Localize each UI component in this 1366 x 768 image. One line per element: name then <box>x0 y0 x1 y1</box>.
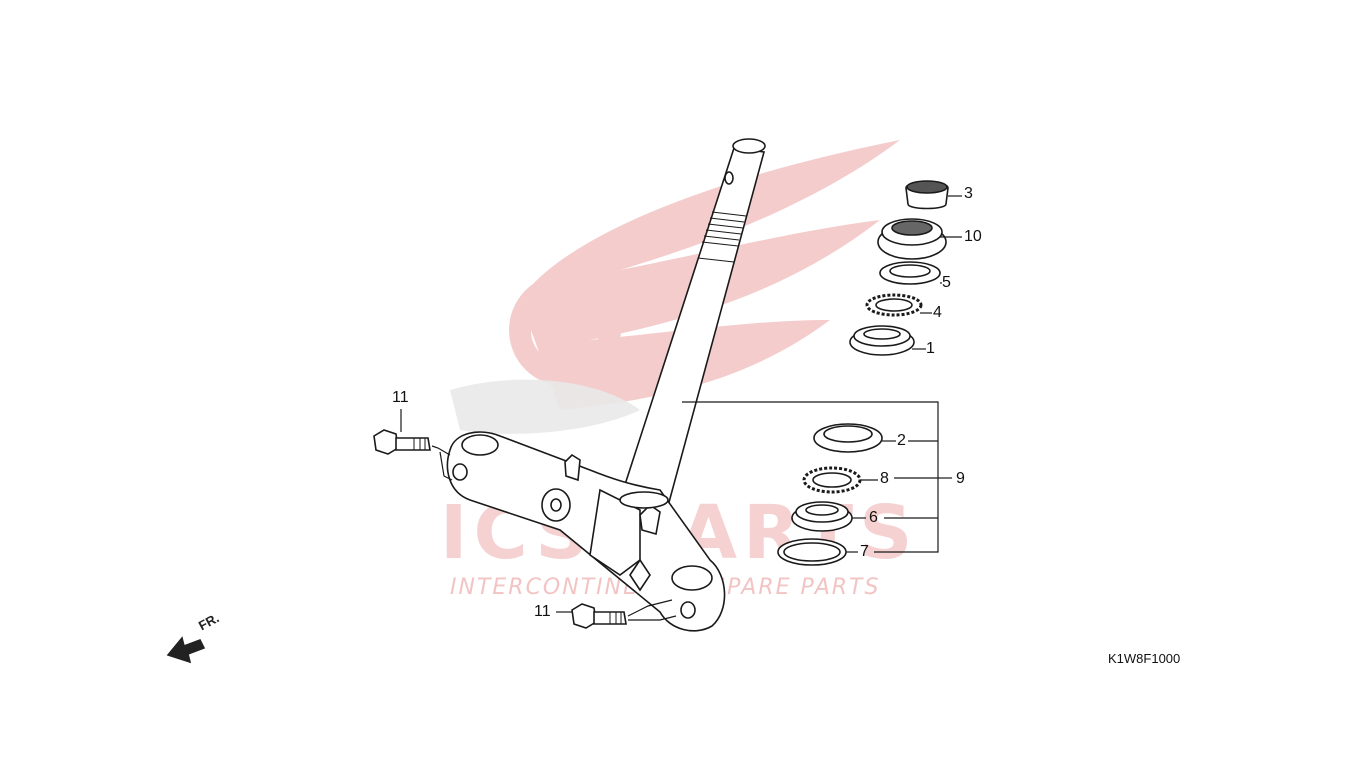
callout-11-lower: 11 <box>534 603 551 620</box>
callout-10: 10 <box>964 228 982 245</box>
part-6-race <box>791 501 866 532</box>
callout-1: 1 <box>926 340 935 357</box>
group-bracket-9 <box>682 401 952 553</box>
callout-6: 6 <box>869 509 878 526</box>
callout-4: 4 <box>933 304 942 321</box>
callout-7: 7 <box>860 543 869 560</box>
part-8-ball-bearing <box>802 466 878 494</box>
part-7-seal <box>777 538 858 566</box>
callout-8: 8 <box>880 470 889 487</box>
part-2-race <box>813 423 896 453</box>
bolt-11-lower <box>556 599 677 629</box>
steering-stem <box>618 138 766 507</box>
callout-2: 2 <box>897 432 906 449</box>
bolt-11-upper <box>373 409 453 481</box>
callout-9: 9 <box>956 470 965 487</box>
part-3-nut <box>905 180 962 210</box>
part-4-ball-bearing <box>865 293 932 317</box>
diagram-code: K1W8F1000 <box>1108 651 1181 666</box>
callout-5: 5 <box>942 274 951 291</box>
callout-11-upper: 11 <box>392 389 409 406</box>
part-5-race <box>879 261 942 285</box>
part-1-race <box>849 325 926 356</box>
front-direction-arrow-icon <box>166 636 206 664</box>
part-10-cone <box>877 218 962 260</box>
callout-3: 3 <box>964 185 973 202</box>
bottom-bridge <box>446 431 726 632</box>
